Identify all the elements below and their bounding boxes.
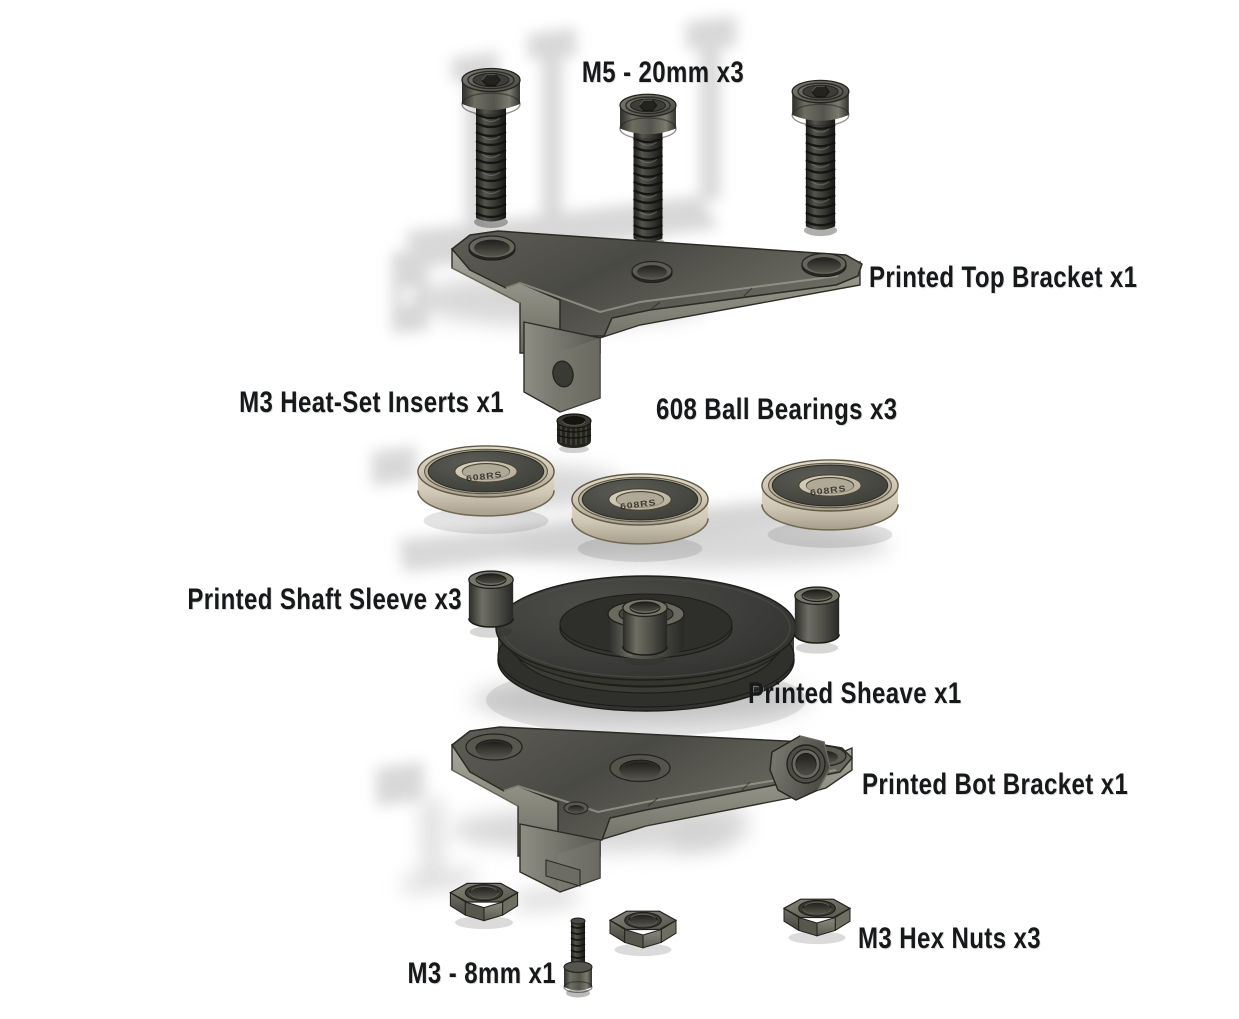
part-printed-top-bracket (451, 230, 863, 413)
label-shaft-sleeve: Printed Shaft Sleeve x3 (187, 583, 462, 616)
label-ball-bearings: 608 Ball Bearings x3 (656, 393, 898, 426)
label-m5-screws: M5 - 20mm x3 (581, 56, 745, 89)
label-heat-set-inserts: M3 Heat-Set Inserts x1 (239, 386, 504, 419)
part-printed-bot-bracket (451, 726, 853, 893)
part-608-ball-bearing (571, 473, 709, 563)
part-m5-screw (790, 79, 851, 238)
label-hex-nuts: M3 Hex Nuts x3 (858, 922, 1041, 955)
label-bot-bracket: Printed Bot Bracket x1 (862, 768, 1129, 801)
part-m3-hex-nut (449, 882, 519, 930)
part-608-ball-bearing (417, 445, 555, 535)
part-m3-screw (563, 917, 593, 999)
part-hex-nuts-group (449, 882, 851, 957)
label-m3-screw: M3 - 8mm x1 (407, 957, 556, 990)
part-m3-hex-nut (609, 910, 677, 957)
label-top-bracket: Printed Top Bracket x1 (869, 261, 1138, 294)
part-heat-set-insert (556, 413, 592, 454)
part-printed-shaft-sleeve (794, 586, 840, 655)
part-m3-hex-nut (783, 898, 851, 945)
label-sheave: Printed Sheave x1 (748, 677, 962, 710)
part-printed-sheave (486, 575, 806, 736)
part-608-ball-bearing (761, 459, 899, 549)
